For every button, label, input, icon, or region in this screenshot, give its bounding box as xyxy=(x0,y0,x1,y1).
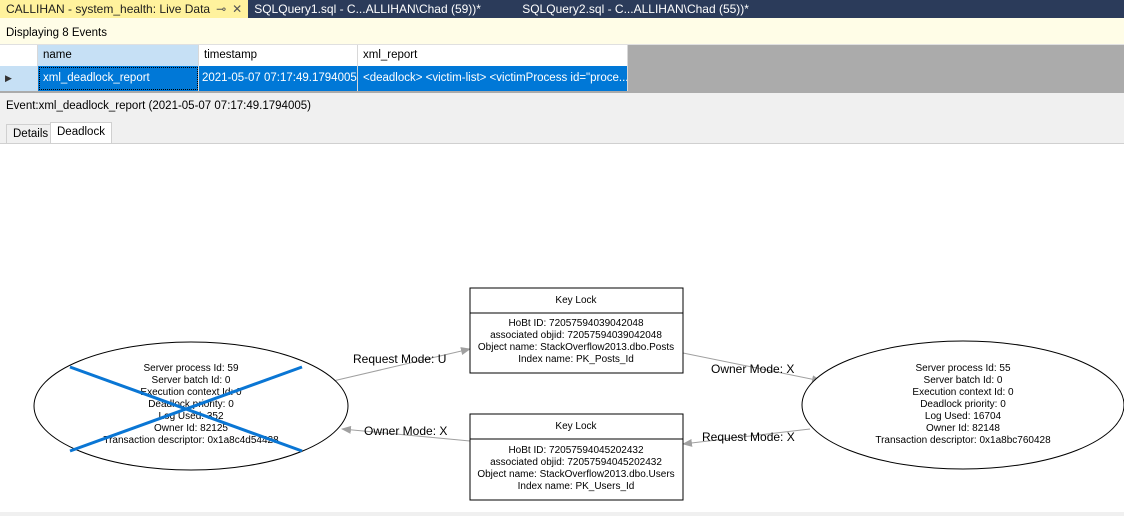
node-title: Key Lock xyxy=(555,295,597,306)
edge-request-x: Request Mode: X xyxy=(682,428,811,447)
node-line: Object name: StackOverflow2013.dbo.Posts xyxy=(478,342,674,353)
table-cell-timestamp[interactable]: 2021-05-07 07:17:49.1794005 xyxy=(199,66,358,91)
tab-sqlquery2[interactable]: SQLQuery2.sql - C...ALLIHAN\Chad (55))* xyxy=(516,0,755,18)
node-line: associated objid: 72057594045202432 xyxy=(490,457,662,468)
node-line: Log Used: 352 xyxy=(158,411,223,422)
node-line: Server batch Id: 0 xyxy=(924,375,1003,386)
table-cell-xml-report[interactable]: <deadlock> <victim-list> <victimProcess … xyxy=(358,66,628,91)
key-lock-node-posts[interactable]: Key Lock HoBt ID: 72057594039042048 asso… xyxy=(469,287,684,374)
node-line: Object name: StackOverflow2013.dbo.Users xyxy=(477,469,674,480)
close-icon[interactable]: ✕ xyxy=(232,2,243,16)
triangle-right-icon: ▶ xyxy=(5,73,12,83)
node-line: associated objid: 72057594039042048 xyxy=(490,330,662,341)
node-line: Deadlock priority: 0 xyxy=(920,399,1006,410)
node-title: Key Lock xyxy=(555,421,597,432)
row-indicator[interactable]: ▶ xyxy=(0,66,38,91)
edge-label: Owner Mode: X xyxy=(711,362,794,376)
column-header-timestamp[interactable]: timestamp xyxy=(199,45,358,66)
row-header-corner xyxy=(0,45,38,66)
tab-label: SQLQuery1.sql - C...ALLIHAN\Chad (59))* xyxy=(254,2,481,16)
node-line: Owner Id: 82125 xyxy=(154,423,228,434)
events-grid: name timestamp xml_report ▶ xml_deadlock… xyxy=(0,45,1124,93)
column-header-xml-report[interactable]: xml_report xyxy=(358,45,628,66)
edge-owner-x-2: Owner Mode: X xyxy=(341,424,471,442)
document-tab-bar: CALLIHAN - system_health: Live Data ⊸ ✕ … xyxy=(0,0,1124,18)
edge-label: Request Mode: X xyxy=(702,430,795,444)
node-line: Index name: PK_Posts_Id xyxy=(518,354,634,365)
tab-live-data[interactable]: CALLIHAN - system_health: Live Data ⊸ ✕ xyxy=(0,0,249,18)
node-line: Transaction descriptor: 0x1a8bc760428 xyxy=(875,435,1051,446)
victim-cross-icon xyxy=(69,365,303,453)
tab-label: CALLIHAN - system_health: Live Data xyxy=(6,2,211,16)
edge-label: Owner Mode: X xyxy=(364,424,447,438)
edge-request-u: Request Mode: U xyxy=(332,347,471,382)
node-line: Execution context Id: 0 xyxy=(912,387,1014,398)
event-title: Event:xml_deadlock_report (2021-05-07 07… xyxy=(6,100,311,112)
tab-label: SQLQuery2.sql - C...ALLIHAN\Chad (55))* xyxy=(522,2,749,16)
process-node-55[interactable]: Server process Id: 55 Server batch Id: 0… xyxy=(801,340,1124,470)
node-line: Server process Id: 55 xyxy=(915,363,1010,374)
node-line: Execution context Id: 0 xyxy=(140,387,242,398)
table-cell-name[interactable]: xml_deadlock_report xyxy=(38,66,199,91)
node-line: Server process Id: 59 xyxy=(143,363,238,374)
edge-owner-x-1: Owner Mode: X xyxy=(682,352,822,384)
pin-icon[interactable]: ⊸ xyxy=(216,2,227,16)
column-header-name[interactable]: name xyxy=(38,45,199,66)
victim-process-node[interactable]: Server process Id: 59 Server batch Id: 0… xyxy=(33,341,349,471)
tab-details[interactable]: Details xyxy=(6,124,56,143)
node-line: Index name: PK_Users_Id xyxy=(518,481,635,492)
node-line: Log Used: 16704 xyxy=(925,411,1002,422)
edge-label: Request Mode: U xyxy=(353,352,446,366)
node-line: Transaction descriptor: 0x1a8c4d54428 xyxy=(103,435,279,446)
tab-sqlquery1[interactable]: SQLQuery1.sql - C...ALLIHAN\Chad (59))* xyxy=(248,0,516,18)
deadlock-graph: Request Mode: U Owner Mode: X Request Mo… xyxy=(0,143,1124,512)
key-lock-node-users[interactable]: Key Lock HoBt ID: 72057594045202432 asso… xyxy=(469,413,684,501)
tab-deadlock[interactable]: Deadlock xyxy=(50,122,112,143)
node-line: Owner Id: 82148 xyxy=(926,423,1000,434)
event-count-bar: Displaying 8 Events xyxy=(0,18,1124,45)
node-line: Server batch Id: 0 xyxy=(152,375,231,386)
node-line: HoBt ID: 72057594039042048 xyxy=(508,318,644,329)
node-line: Deadlock priority: 0 xyxy=(148,399,234,410)
node-line: HoBt ID: 72057594045202432 xyxy=(508,445,644,456)
